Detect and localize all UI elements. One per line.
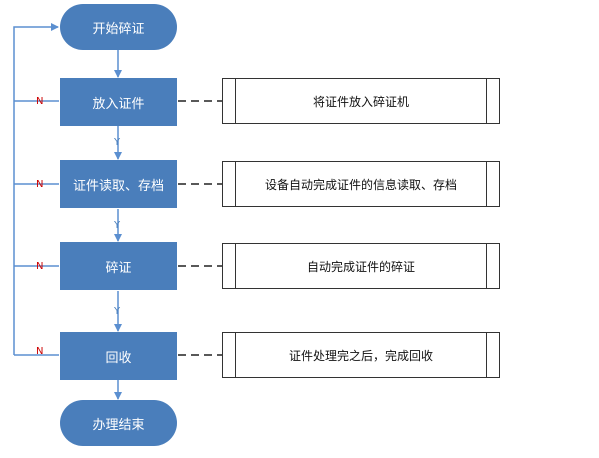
no-label-step3: N <box>36 261 44 272</box>
start-terminal: 开始碎证 <box>60 4 177 50</box>
annotation-text: 设备自动完成证件的信息读取、存档 <box>264 177 457 192</box>
annotation-step3: 自动完成证件的碎证 <box>222 243 500 289</box>
no-label-step4: N <box>36 346 44 357</box>
end-terminal-label: 办理结束 <box>92 417 145 433</box>
process-step-recycle: 回收 <box>60 332 177 380</box>
process-step-label: 回收 <box>105 350 132 366</box>
yes-label-step2: Y <box>114 220 121 231</box>
annotation-step4: 证件处理完之后，完成回收 <box>222 332 500 378</box>
process-step-insert: 放入证件 <box>60 78 177 126</box>
yes-label-step1: Y <box>114 137 121 148</box>
process-step-label: 放入证件 <box>92 96 145 112</box>
process-step-shred: 碎证 <box>60 242 177 290</box>
process-step-label: 碎证 <box>105 260 132 276</box>
annotation-step1: 将证件放入碎证机 <box>222 78 500 124</box>
yes-label-step3: Y <box>114 306 121 317</box>
no-label-step1: N <box>36 96 44 107</box>
annotation-step2: 设备自动完成证件的信息读取、存档 <box>222 161 500 207</box>
annotation-text: 将证件放入碎证机 <box>312 94 409 109</box>
annotation-text: 自动完成证件的碎证 <box>306 259 415 274</box>
end-terminal: 办理结束 <box>60 400 177 446</box>
process-step-label: 证件读取、存档 <box>72 178 164 194</box>
loop-back-bus <box>13 23 59 355</box>
annotation-text: 证件处理完之后，完成回收 <box>288 348 433 363</box>
no-label-step2: N <box>36 179 44 190</box>
start-terminal-label: 开始碎证 <box>92 21 145 37</box>
process-step-read-archive: 证件读取、存档 <box>60 160 177 208</box>
